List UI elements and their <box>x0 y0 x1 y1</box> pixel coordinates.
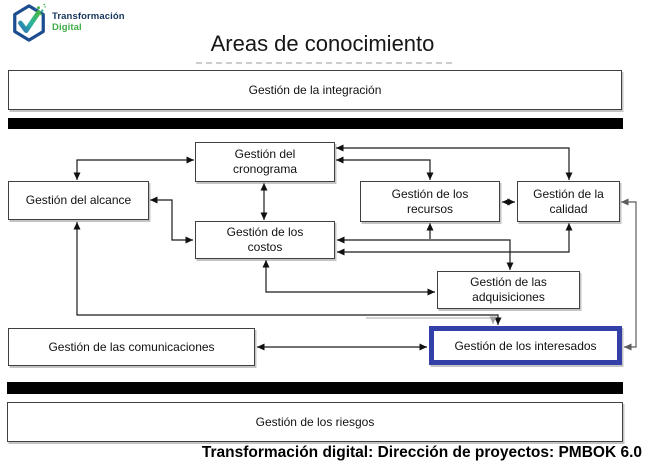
brand-line2: Digital <box>52 22 82 33</box>
connector-calidad-interesados <box>621 198 637 351</box>
box-gestion-adquisiciones: Gestión de las adquisiciones <box>437 271 580 309</box>
divider-bar-top <box>8 118 623 129</box>
box-gestion-alcance: Gestión del alcance <box>8 181 149 220</box>
connector-costos-calidad <box>337 223 573 256</box>
connector-interesados-gray-artifact <box>366 316 497 324</box>
box-gestion-calidad: Gestión de la calidad <box>517 181 620 222</box>
connector-alcance-costos <box>150 196 193 244</box>
hexagon-check-icon <box>13 3 47 42</box>
connector-cronograma-alcance <box>73 156 194 180</box>
connector-costos-adquisiciones-top <box>337 236 514 270</box>
title-underline-artifact <box>196 62 452 64</box>
page-title: Areas de conocimiento <box>210 31 435 56</box>
box-gestion-cronograma: Gestión del cronograma <box>195 142 335 182</box>
box-gestion-comunicaciones: Gestión de las comunicaciones <box>8 328 255 366</box>
divider-bar-bottom <box>7 382 623 394</box>
brand-name: Transformación Digital <box>52 12 125 33</box>
connector-costos-adquisiciones-left <box>262 260 435 296</box>
slide-caption: Transformación digital: Dirección de pro… <box>201 444 642 461</box>
box-gestion-riesgos: Gestión de los riesgos <box>7 402 623 442</box>
brand-logo: Transformación Digital <box>10 3 125 43</box>
brand-line1: Transformación <box>52 11 125 23</box>
box-gestion-costos: Gestión de los costos <box>195 221 335 259</box>
box-gestion-integracion: Gestión de la integración <box>8 70 622 110</box>
connector-cronograma-calidad <box>336 144 573 180</box>
connector-cronograma-recursos <box>336 156 434 180</box>
box-gestion-recursos: Gestión de los recursos <box>360 181 500 222</box>
box-gestion-interesados-highlighted: Gestión de los interesados <box>429 326 622 365</box>
